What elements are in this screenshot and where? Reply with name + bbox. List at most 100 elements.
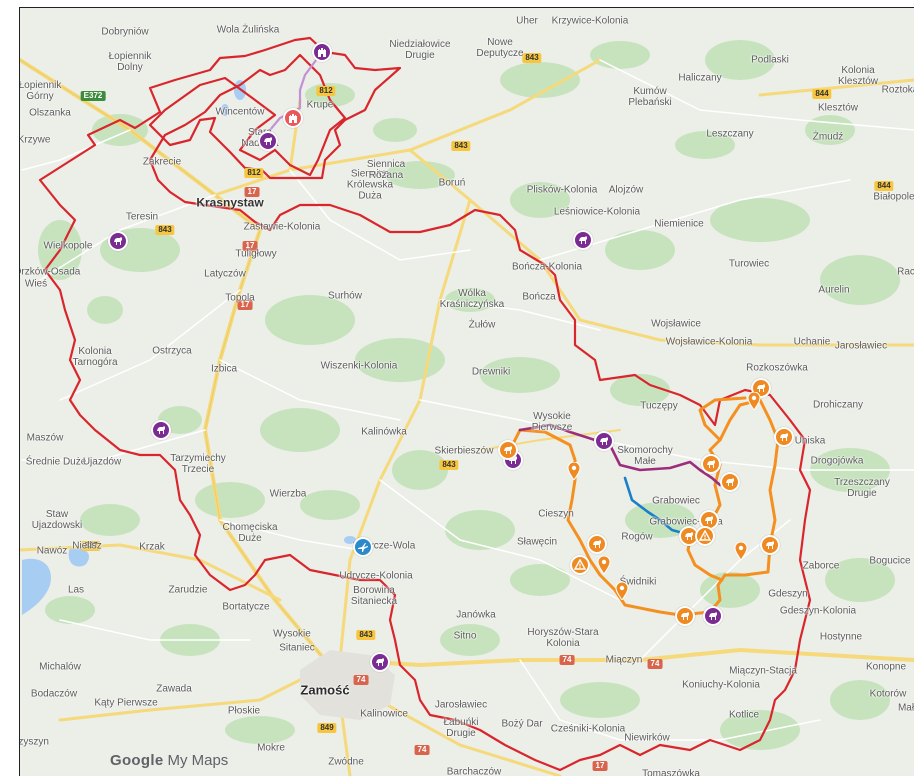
route-blue <box>623 476 692 537</box>
place-label: Uchanie <box>793 336 831 348</box>
place-label: Niewirków <box>624 732 670 744</box>
place-label: Rac <box>897 266 914 278</box>
place-label: Miączyn-Stacja <box>729 665 797 677</box>
dog-icon[interactable] <box>720 472 740 492</box>
place-label: Zamość <box>300 682 350 698</box>
road-shield: 74 <box>647 659 663 669</box>
road-shield: E372 <box>80 91 106 101</box>
road-shield: 844 <box>812 89 832 99</box>
place-label: Aurelin <box>818 284 850 296</box>
road-shield: 17 <box>592 761 608 771</box>
road-shield: 74 <box>353 675 369 685</box>
dog-icon[interactable] <box>573 230 593 250</box>
place-label: Bożý Dar <box>501 718 543 730</box>
dog-icon[interactable] <box>587 534 607 554</box>
place-label: Kotorów <box>869 688 907 700</box>
route-orange-west <box>508 398 780 617</box>
place-label: Kotlice <box>728 709 760 721</box>
place-label: Ujazdów <box>82 456 122 468</box>
area-boundary <box>38 36 812 772</box>
place-label: Wiszenki-Kolonia <box>320 360 398 372</box>
place-label: Klesztów <box>817 102 859 114</box>
place-label: Niemienice <box>654 218 704 230</box>
place-label: Janówka <box>456 609 496 621</box>
place-label: Miączyn <box>605 654 643 666</box>
place-label: Kąty Pierwsze <box>94 697 158 709</box>
dog-icon[interactable] <box>760 535 780 555</box>
place-label: Uniska <box>794 435 826 447</box>
place-label: Turowiec <box>728 258 770 270</box>
place-label: Sławęcin <box>516 536 558 548</box>
road-shield: 74 <box>559 655 575 665</box>
place-label: Rozkoszówka <box>746 362 808 374</box>
place-label: Izbica <box>210 363 238 375</box>
place-label: Maszów <box>26 432 64 444</box>
place-label: Barchaczów <box>446 766 502 776</box>
map-watermark: Google My Maps <box>110 752 228 769</box>
road-shield: 17 <box>242 241 258 251</box>
place-label: Drewniki <box>471 366 511 378</box>
frame-top <box>0 0 914 8</box>
dog-icon[interactable] <box>774 427 794 447</box>
plane-icon[interactable] <box>353 537 373 557</box>
map-pin-icon[interactable] <box>567 461 581 481</box>
frame-left <box>0 0 20 776</box>
dog-icon[interactable] <box>594 431 614 451</box>
map-pin-icon[interactable] <box>734 541 748 561</box>
road-shield: 843 <box>356 630 376 640</box>
place-label: Bończa <box>522 291 556 303</box>
dog-icon[interactable] <box>108 231 128 251</box>
castle-icon[interactable] <box>283 108 303 128</box>
routes <box>263 50 780 617</box>
place-label: Ostrzyca <box>152 345 192 357</box>
road-shield: 844 <box>874 181 894 191</box>
place-label: Topola <box>225 292 255 304</box>
dog-icon[interactable] <box>151 420 171 440</box>
dog-icon[interactable] <box>370 652 390 672</box>
warning-icon[interactable] <box>570 555 590 575</box>
place-label: Michalów <box>39 661 81 673</box>
dog-icon[interactable] <box>258 131 278 151</box>
place-label: Dobryniów <box>101 26 149 38</box>
road-shield: 843 <box>439 460 459 470</box>
map-pin-icon[interactable] <box>747 391 761 411</box>
place-label: Jarosławiec <box>434 699 488 711</box>
place-label: Las <box>67 584 85 596</box>
castle-icon[interactable] <box>312 42 332 62</box>
place-label: Bończa-Kolonia <box>511 261 583 273</box>
place-label: Mokre <box>257 742 285 754</box>
warning-icon[interactable] <box>695 526 715 546</box>
place-label: Krzak <box>139 541 165 553</box>
place-label: Grabowiec-Góra <box>649 516 723 528</box>
dog-icon[interactable] <box>675 606 695 626</box>
place-label: Świdniki <box>619 576 657 588</box>
place-label: Średnie Duże <box>25 456 87 468</box>
route-lilac <box>263 50 324 142</box>
place-label: Wola Żulińska <box>216 24 280 36</box>
place-label: Hostynne <box>819 631 863 643</box>
map-pin-icon[interactable] <box>615 581 629 601</box>
place-label: Udrycze-Kolonia <box>339 570 413 582</box>
road-shield: 843 <box>451 141 471 151</box>
dog-icon[interactable] <box>498 440 518 460</box>
dog-icon[interactable] <box>703 606 723 626</box>
map-pin-icon[interactable] <box>597 555 611 575</box>
place-label: Podlaski <box>751 54 789 66</box>
dog-icon[interactable] <box>701 454 721 474</box>
place-label: Białopole <box>873 191 914 203</box>
place-label: Alojzów <box>608 184 644 196</box>
place-label: Tuligłowy <box>235 248 277 260</box>
place-label: Teresin <box>125 211 159 223</box>
